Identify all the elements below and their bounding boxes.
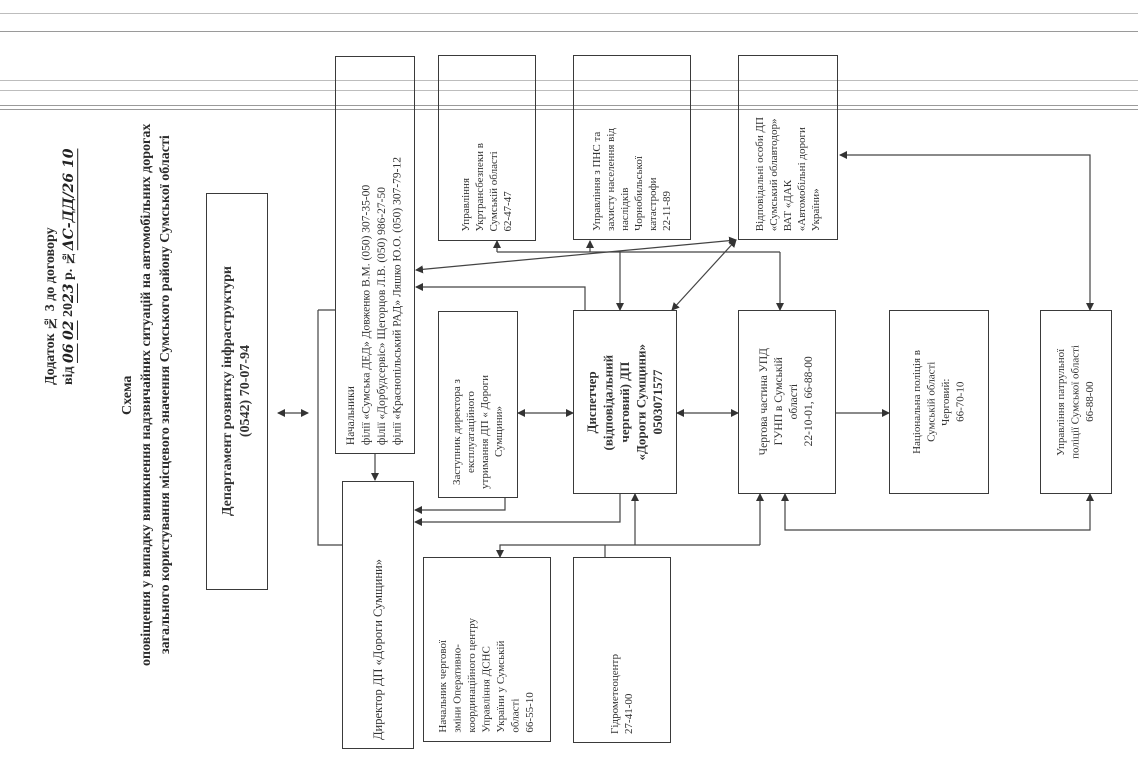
number-prefix: р. № [61,250,76,280]
box-line: Чорнобильської [633,156,645,231]
box-line: області [788,384,800,420]
box-line: Національна поліція в [911,350,923,454]
page-rule-line [0,31,1138,32]
box-line: Начальник чергової [437,640,450,733]
connector-dispatcher-branch [415,283,586,310]
hydromet-center-box: Гідрометеоцентр 27-41-00 [573,557,671,743]
box-line: Сумщини» [493,406,505,458]
box-line: 66-55-10 [524,692,537,733]
box-line: філії «Сумська ДЕД» Довженко В.М. (050) … [360,184,373,445]
box-line: черговий) ДП [616,361,632,443]
box-line: України у Сумській [495,641,508,733]
box-line: експлуатаційного [465,391,477,473]
page-rule-line [0,13,1138,14]
box-line: 22-10-01, 66-88-00 [803,356,815,448]
box-line: Черговий: [940,378,952,426]
date-day: 06 [61,343,77,363]
box-line: координаційного центру [466,618,479,733]
box-line: Заступник директора з [451,379,463,485]
box-line: 66-88-00 [1084,381,1097,423]
connector-patrol-bottom [781,493,1094,531]
connector-right-bus [839,151,1094,311]
box-line: філії «Краснопільський РАД» Ляшко Ю.О. (… [391,156,404,445]
connector-deputy-director [414,498,506,514]
box-line: Гідрометеоцентр [609,654,621,734]
box-line: Сумській області [488,151,500,232]
box-line: (0542) 70-07-94 [238,345,253,438]
connector-dispatcher-director [414,494,621,526]
box-line: області [509,699,522,733]
date-year-prefix: 20 [61,302,76,317]
appendix-reference: Додаток № 3 до договору від 06 02 2023 р… [42,40,78,385]
box-line: «Автомобільні дороги [796,126,808,231]
box-line: Управління ДСНС [480,646,493,733]
document-title-block: Схема оповіщення у випадку виникнення на… [118,30,175,760]
national-police-box: Національна поліція в Сумській області Ч… [889,310,989,494]
box-line: Управління патрульної [1055,348,1068,456]
box-line: Сумській області [925,361,938,443]
branch-heads-box: Начальники філії «Сумська ДЕД» Довженко … [335,56,415,454]
date-year: 23 [61,283,77,303]
ukrtransbezpeka-box: Управління Укртрансбезпеки в Сумській об… [438,55,536,241]
connector-diag-dispatcher [671,239,737,311]
box-line: «Дороги Сумщини» [633,343,649,461]
appendix-date-line: від 06 02 2023 р. №ΔC-ДД/26 10 [60,40,78,385]
box-line: катастрофи [647,177,659,231]
appendix-line: Додаток № 3 до договору [43,227,58,385]
director-box: Директор ДП «Дороги Сумщини» [342,481,414,749]
page-rule-line [0,105,1138,106]
box-line: захисту населення від [605,128,617,231]
document-title: Схема [120,375,135,415]
connector-diag-branch [415,236,737,274]
deputy-director-box: Заступник директора з експлуатаційного у… [438,311,518,498]
box-line: Відповідальні особи ДП [754,116,766,231]
pns-chernobyl-box: Управління з ПНС та захисту населення ві… [573,55,691,240]
contract-number: ΔC-ДД/26 10 [61,148,77,251]
patrol-police-box: Управління патрульної поліції Сумської о… [1040,310,1112,494]
box-line: 66-70-10 [954,381,967,423]
box-line: 22-11-89 [661,191,673,231]
box-line: ГУНП в Сумській [773,357,785,447]
box-line: Чергова частина УПД [758,348,770,456]
box-line: ВАТ «ДАК [782,179,794,231]
box-line: «Сумський облавтодор» [768,118,780,231]
box-line: 27-41-00 [623,693,635,734]
responsible-persons-box: Відповідальні особи ДП «Сумський облавто… [738,55,838,240]
page-rule-line [0,80,1138,81]
box-line: Диспетчер [583,370,599,434]
box-line: Начальники [345,386,357,445]
document-subtitle-1: оповіщення у випадку виникнення надзвича… [139,123,154,667]
connector-hydromet-dsns [496,544,760,558]
box-line: поліції Сумської області [1069,345,1082,459]
box-line: утримання ДП « Дороги [479,374,491,489]
department-infrastructure-box: Департамент розвитку інфраструктури (054… [206,193,268,590]
box-line: (відповідальний [600,354,616,450]
box-line: Департамент розвитку інфраструктури [220,266,235,517]
box-line: 62-47-47 [502,191,514,232]
box-line: Директор ДП «Дороги Сумщини» [370,559,385,740]
police-duty-unit-box: Чергова частина УПД ГУНП в Сумській обла… [738,310,836,494]
box-line: України» [810,188,822,231]
box-line: наслідків [619,187,631,231]
box-line: зміни Оперативно- [451,644,464,733]
dispatcher-box: Диспетчер (відповідальний черговий) ДП «… [573,310,677,494]
date-month: 02 [61,320,77,340]
box-line: Управління [460,178,472,232]
box-line: 0503071577 [649,369,665,435]
page-rule-line [0,109,1138,110]
page-rule-line [0,90,1138,91]
document-subtitle-2: загального користування місцевого значен… [158,135,173,655]
box-line: філії «Дорбудсервіс» Щегорцов Л.В. (050)… [376,186,388,445]
box-line: Управління з ПНС та [591,131,603,231]
dsns-duty-head-box: Начальник чергової зміни Оперативно- коо… [423,557,551,742]
box-line: Укртрансбезпеки в [474,143,486,232]
date-prefix: від [61,366,76,385]
